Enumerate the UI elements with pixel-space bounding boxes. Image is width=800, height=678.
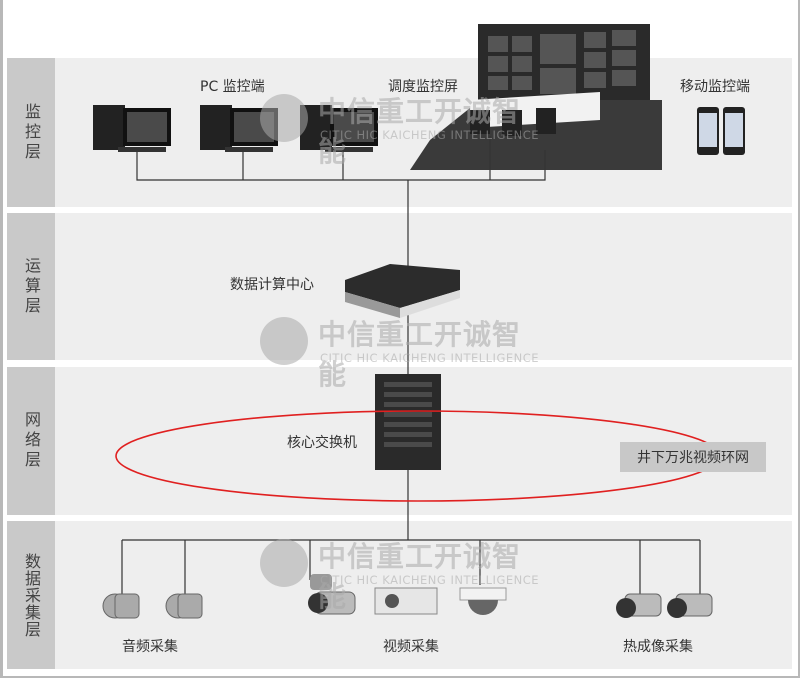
pc-icon: [200, 105, 278, 152]
connection-lines: [121, 136, 701, 595]
core-switch-label: 核心交换机: [287, 435, 357, 451]
server-icon: [345, 264, 460, 318]
audio-collector-icon: [102, 593, 203, 619]
audio-label: 音频采集: [122, 639, 178, 655]
thermal-camera-icon: [616, 593, 713, 618]
thermal-label: 热成像采集: [623, 639, 693, 655]
ring-network-label: 井下万兆视频环网: [620, 442, 766, 472]
layer-label: 数据采集层: [7, 521, 55, 669]
pc-icon: [93, 105, 171, 152]
video-wall-icon: [410, 24, 662, 170]
layer-label: 网络层: [7, 367, 55, 515]
layer-label: 运算层: [7, 213, 55, 360]
video-label: 视频采集: [383, 639, 439, 655]
layer-label: 监控层: [7, 58, 55, 207]
video-camera-icon: [308, 574, 507, 615]
pc-icon: [300, 105, 378, 152]
data-center-label: 数据计算中心: [230, 277, 314, 293]
mobile-phone-icon: [697, 107, 745, 155]
dispatch-screen-label: 调度监控屏: [388, 79, 458, 95]
mobile-monitor-label: 移动监控端: [680, 79, 750, 95]
pc-monitor-label: PC 监控端: [200, 79, 265, 95]
core-switch-icon: [375, 374, 441, 470]
